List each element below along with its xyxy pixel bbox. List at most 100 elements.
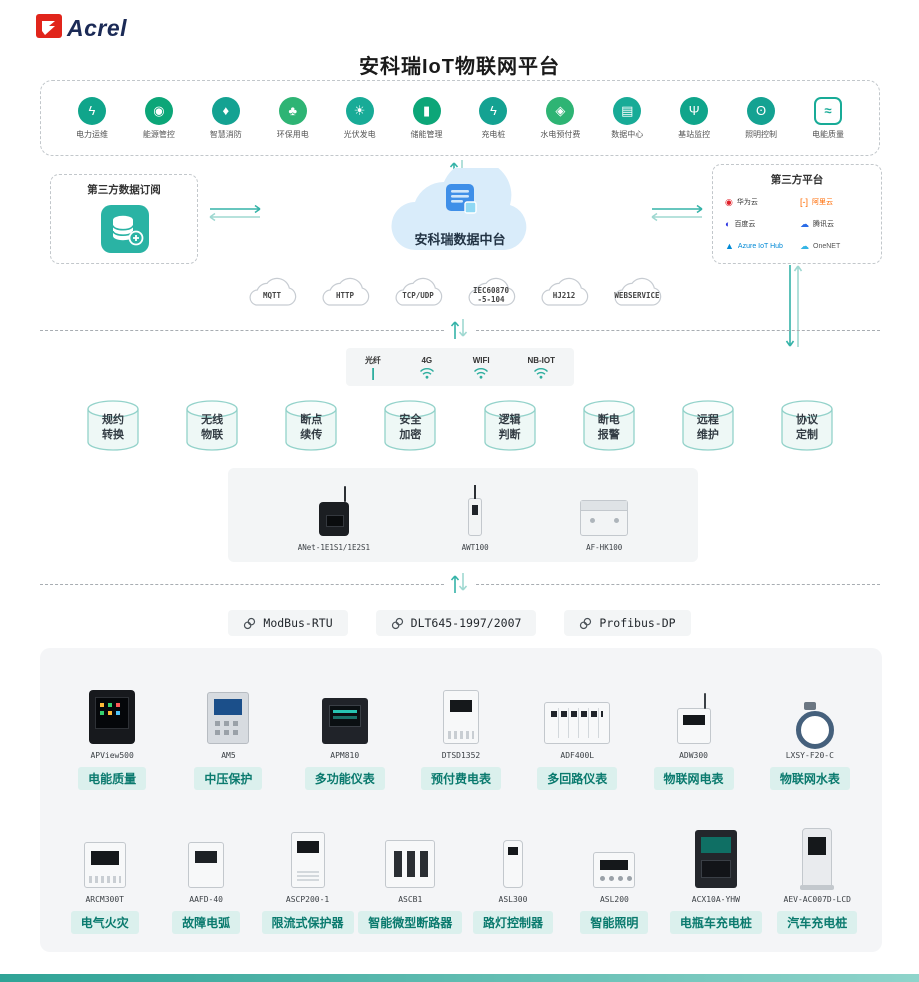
cylinder-icon	[384, 400, 437, 451]
protocol-cloud-label: MQTT	[262, 290, 282, 300]
nb-iot-label: NB-IOT	[527, 355, 556, 365]
product-category-chip: 中压保护	[194, 767, 263, 790]
cloud-provider-logo-icon: ◉	[725, 196, 733, 207]
cloud-provider-logo-icon: ◐	[725, 218, 731, 229]
platform-app: ϟ 电力运维	[63, 96, 121, 140]
product-device-image	[188, 842, 225, 888]
product-category-chip: 物联网水表	[769, 767, 850, 790]
server-icon	[441, 182, 479, 223]
platform-app-label: 基站监控	[678, 129, 711, 139]
nb-iot-icon	[534, 367, 549, 379]
cloud-provider-logo-icon: ▲	[725, 240, 734, 251]
platform-app: ▮ 储能管理	[398, 96, 456, 140]
capability-label: 安全 加密	[399, 414, 422, 441]
cloud-provider-list: ◉ 华为云 [-] 阿里云 ◐ 百度云 ☁ 腾讯云	[725, 191, 875, 257]
connectivity-nbiot: NB-IOT	[527, 356, 555, 379]
capability-label: 远程 维护	[696, 414, 719, 441]
platform-app-icon: ▮	[412, 96, 441, 125]
product-category-chip: 路灯控制器	[472, 911, 553, 934]
platform-app-icon: ◈	[546, 96, 575, 125]
platform-app-label: 电能质量	[811, 129, 844, 139]
product-model: AEV-AC007D-LCD	[783, 895, 851, 904]
product-item: ARCM300T 电气火灾	[54, 842, 155, 934]
cylinder-icon	[87, 400, 139, 451]
platform-app-label: 智慧消防	[209, 129, 242, 139]
platform-app-icon: ♣	[278, 96, 307, 125]
product-model: ACX10A-YHW	[691, 895, 740, 904]
wifi-label: WIFI	[472, 355, 490, 365]
product-category-chip: 电气火灾	[70, 911, 139, 934]
left-exchange-arrows-icon	[206, 202, 264, 229]
product-category-chip: 物联网电表	[653, 767, 734, 790]
connectivity-4g: 4G	[419, 356, 435, 379]
cylinder-icon	[285, 400, 337, 451]
product-device-image	[792, 702, 834, 749]
platform-app-label: 照明控制	[745, 129, 778, 139]
platform-app: ♦ 智慧消防	[197, 96, 255, 140]
product-item: DTSD1352 预付费电表	[403, 690, 519, 790]
cloud-provider-logo-icon: [-]	[800, 196, 808, 207]
gateway-model: AF-HK100	[586, 543, 623, 552]
protocol-cloud: IEC60870 -5-104	[459, 276, 523, 310]
cloud-provider-logo-icon: ☁	[800, 218, 809, 229]
capability-label: 断电 报警	[597, 414, 620, 441]
cloud-provider-name: 阿里云	[812, 199, 833, 207]
product-item: ASL200 智能照明	[564, 852, 665, 934]
protocol-cloud: WEBSERVICE	[605, 276, 669, 310]
product-device-image	[207, 692, 250, 744]
cylinder-icon	[186, 400, 238, 451]
field-protocol-label: DLT645-1997/2007	[410, 616, 522, 630]
product-model: ASCB1	[398, 895, 423, 904]
capability-cylinder: 安全 加密	[381, 396, 439, 454]
platform-app-icon: ♦	[211, 96, 240, 125]
capability-cylinder: 断电 报警	[580, 396, 638, 454]
right-exchange-arrows-icon	[648, 202, 706, 229]
product-item: AEV-AC007D-LCD 汽车充电桩	[767, 828, 868, 934]
platform-app-label: 电力运维	[76, 129, 108, 139]
capability-cylinder: 远程 维护	[679, 396, 737, 454]
cloud-provider-name: 腾讯云	[813, 221, 834, 229]
field-protocol-badge: ModBus-RTU	[228, 610, 348, 636]
product-category-chip: 多回路仪表	[537, 767, 618, 790]
wifi-icon	[474, 367, 489, 379]
product-device-image	[321, 698, 368, 744]
link-icon	[244, 617, 256, 629]
product-item: ASCP200-1 限流式保护器	[257, 832, 358, 934]
gateway-item: AF-HK100	[580, 478, 629, 552]
capability-label: 规约 转换	[102, 414, 124, 441]
product-category-chip: 限流式保护器	[261, 911, 354, 934]
cloud-provider-name: Azure IoT Hub	[737, 242, 783, 250]
acrel-logo-text: Acrel	[67, 15, 128, 41]
field-protocol-badge: Profibus-DP	[564, 610, 691, 636]
fiber-label: 光纤	[364, 355, 381, 365]
product-model: AAFD-40	[189, 895, 223, 904]
link-icon	[391, 617, 403, 629]
platform-app-icon: ▤	[613, 96, 642, 125]
platform-app: ʘ 照明控制	[732, 96, 790, 140]
product-item: ASL300 路灯控制器	[462, 840, 563, 934]
product-category-chip: 电瓶车充电桩	[669, 911, 762, 934]
protocol-cloud-row: MQTT HTTP TCP/UDP IEC60870 -5-10	[240, 276, 669, 310]
capability-label: 逻辑 判断	[498, 414, 521, 441]
right-vertical-arrows-icon	[782, 262, 806, 355]
product-category-chip: 智能照明	[580, 911, 649, 934]
product-device-image	[442, 690, 479, 744]
product-device-image	[385, 840, 436, 888]
product-item: ADF400L 多回路仪表	[519, 702, 635, 790]
protocol-cloud-label: IEC60870 -5-104	[472, 286, 510, 304]
cloud-provider-logo-icon: ☁	[800, 240, 809, 251]
cloud-provider: ☁ OneNET	[800, 240, 875, 251]
product-row-2: ARCM300T 电气火灾 AAFD-40 故障电弧 ASCP200-1 限流式…	[54, 808, 868, 934]
cloud-provider-name: OneNET	[813, 242, 841, 250]
cylinder-icon	[483, 400, 536, 451]
product-device-image	[694, 830, 737, 888]
cloud-provider: ◐ 百度云	[725, 219, 800, 229]
platform-app-icon: ϟ	[479, 96, 508, 125]
4g-label: 4G	[421, 355, 433, 365]
third-party-platform-title: 第三方平台	[770, 174, 824, 186]
cloud-outline-icon	[468, 277, 516, 306]
capability-label: 断点 续传	[300, 414, 323, 441]
gateway-model: ANet-1E1S1/1E2S1	[297, 543, 371, 552]
gateway-item: ANet-1E1S1/1E2S1	[298, 478, 370, 552]
